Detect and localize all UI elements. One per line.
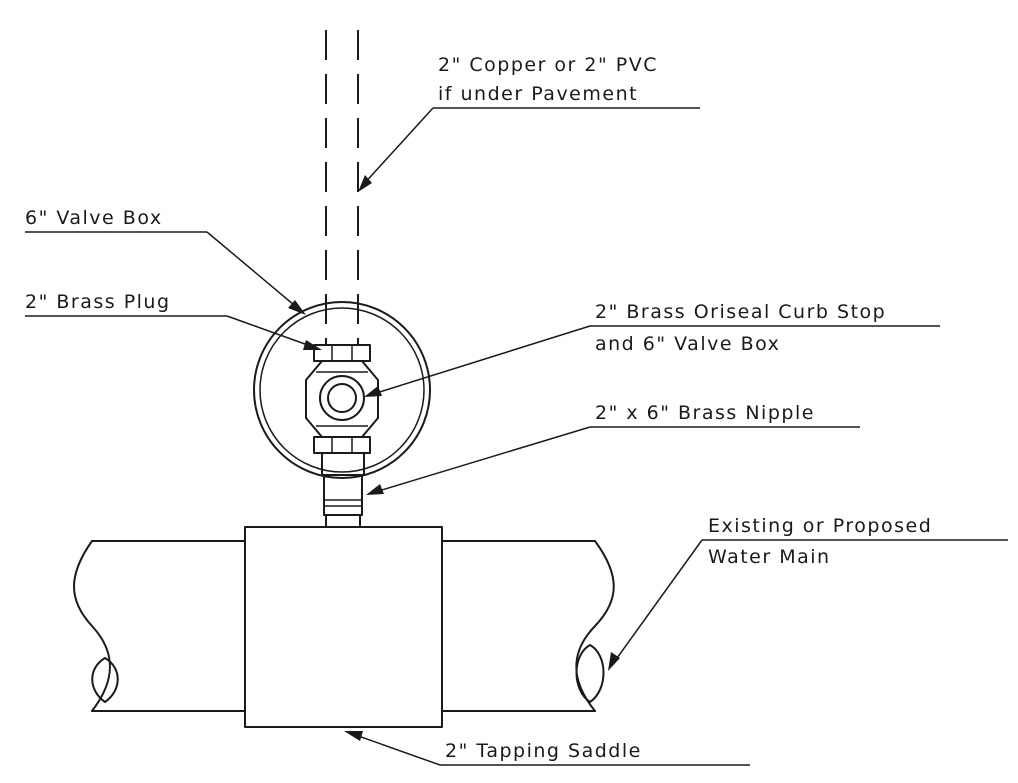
service-pipe-label-line2: if under Pavement	[438, 83, 638, 105]
valve-box-label: 6" Valve Box	[25, 207, 163, 229]
water-main-label-line2: Water Main	[708, 546, 831, 568]
tapping-saddle-label: 2" Tapping Saddle	[445, 740, 642, 762]
curb-stop-label-line1: 2" Brass Oriseal Curb Stop	[595, 301, 886, 323]
curb-stop-assembly	[305, 344, 379, 454]
water-main-pipe	[73, 540, 615, 712]
leaders	[25, 107, 1008, 766]
nipple-label: 2" x 6" Brass Nipple	[595, 402, 815, 424]
brass-plug-label: 2" Brass Plug	[25, 291, 171, 313]
service-pipe	[325, 30, 359, 345]
water-main-label-line1: Existing or Proposed	[708, 515, 932, 537]
tapping-saddle	[244, 526, 443, 728]
curb-stop-label-line2: and 6" Valve Box	[595, 333, 780, 355]
service-pipe-label-line1: 2" Copper or 2" PVC	[438, 54, 658, 76]
valve-box-circle	[253, 301, 431, 479]
brass-nipple	[321, 452, 365, 528]
